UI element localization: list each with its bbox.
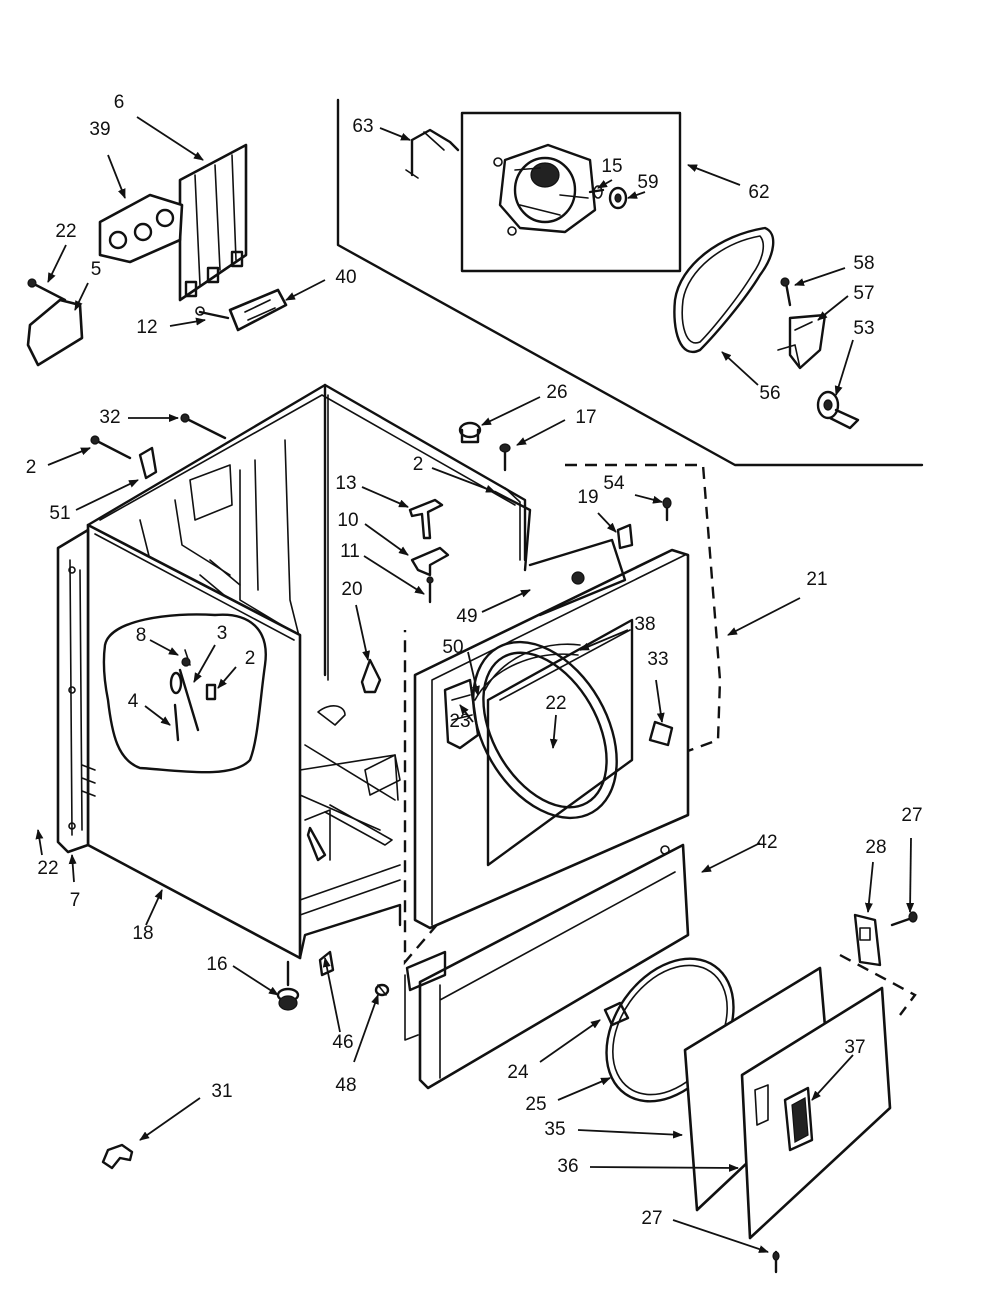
cabinet-side-panel <box>86 523 302 960</box>
callout-46: 46 <box>332 1032 353 1053</box>
callout-10: 10 <box>337 510 358 531</box>
callout-11: 11 <box>340 541 360 562</box>
callout-48: 48 <box>335 1075 356 1096</box>
motor-clamp-part <box>405 128 460 179</box>
callout-54: 54 <box>603 473 625 494</box>
callout-27: 27 <box>901 805 922 826</box>
callout-63: 63 <box>352 116 373 137</box>
callout-18: 18 <box>132 923 153 944</box>
callout-2: 2 <box>26 457 37 478</box>
callout-53: 53 <box>853 318 874 339</box>
callout-28: 28 <box>865 837 886 858</box>
callout-31: 31 <box>211 1081 232 1102</box>
top-rear-bracket-part <box>493 487 532 572</box>
callout-17: 17 <box>575 407 596 428</box>
callout-19: 19 <box>577 487 598 508</box>
idler-pulley-part <box>816 390 860 430</box>
callout-4: 4 <box>128 691 139 712</box>
callout-32: 32 <box>99 407 120 428</box>
motor-part <box>493 143 628 236</box>
callout-6: 6 <box>114 92 125 113</box>
callout-49: 49 <box>456 606 477 627</box>
door-screw-part <box>772 1250 780 1274</box>
callout-22: 22 <box>55 221 76 242</box>
drum-slide-part <box>360 658 382 694</box>
callout-51: 51 <box>49 503 70 524</box>
cabinet-base-part <box>298 705 402 960</box>
callout-24: 24 <box>507 1062 529 1083</box>
front-top-rail-part <box>528 538 627 617</box>
door-strike-part <box>603 1001 630 1027</box>
hinge-screw-part <box>890 911 918 927</box>
glide-part <box>458 421 482 444</box>
motor-group-outline <box>336 98 924 467</box>
door-hinge-part <box>839 913 917 1016</box>
callout-57: 57 <box>853 283 874 304</box>
callout-58: 58 <box>853 253 874 274</box>
toe-panel-part <box>404 843 690 1090</box>
callout-35: 35 <box>544 1119 565 1140</box>
callout-50: 50 <box>442 637 463 658</box>
top-screws-part <box>90 413 227 480</box>
panel-clip-part <box>616 523 634 550</box>
toe-screw-part <box>374 983 390 997</box>
cabinet-top-frame <box>86 383 527 681</box>
harness-clip-part <box>101 1143 134 1170</box>
door-seal-part <box>472 640 618 820</box>
callout-2: 2 <box>413 454 424 475</box>
callout-23: 23 <box>449 711 470 732</box>
roller-bracket-part <box>410 546 450 577</box>
terminal-block-part <box>228 288 288 332</box>
leveling-leg-part <box>276 960 300 1011</box>
callout-62: 62 <box>748 182 769 203</box>
roller-screw-part <box>426 576 434 604</box>
callout-5: 5 <box>91 259 102 280</box>
terminal-screw-part <box>195 306 230 320</box>
callout-16: 16 <box>206 954 227 975</box>
callout-33: 33 <box>647 649 668 670</box>
callout-12: 12 <box>136 317 157 338</box>
callout-labels: 6 39 22 5 12 40 63 15 59 62 58 57 53 56 … <box>26 92 923 1229</box>
callout-8: 8 <box>136 625 147 646</box>
callout-56: 56 <box>759 383 780 404</box>
callout-26: 26 <box>546 382 567 403</box>
top-screw-part <box>499 443 511 472</box>
drive-belt-part <box>673 226 775 354</box>
callout-22: 22 <box>37 858 58 879</box>
callout-42: 42 <box>756 832 777 853</box>
callout-7: 7 <box>70 890 81 911</box>
callout-21: 21 <box>806 569 827 590</box>
drum-support-part <box>408 498 444 540</box>
door-outer-panel-part <box>740 986 892 1240</box>
callout-3: 3 <box>217 623 228 644</box>
callout-37: 37 <box>844 1037 865 1058</box>
control-bracket-part <box>178 143 248 302</box>
callout-39: 39 <box>89 119 110 140</box>
side-rail-part <box>56 528 96 854</box>
idler-screw-part <box>780 277 792 307</box>
leader-lines <box>35 116 915 1253</box>
front-screw-part <box>662 497 672 522</box>
timer-mount-part <box>98 193 184 264</box>
door-catch-part <box>648 720 674 747</box>
callout-27: 27 <box>641 1208 662 1229</box>
callout-36: 36 <box>557 1156 578 1177</box>
cover-screw-part <box>27 278 67 302</box>
callout-13: 13 <box>335 473 356 494</box>
callout-2: 2 <box>245 648 256 669</box>
callout-40: 40 <box>335 267 356 288</box>
callout-15: 15 <box>601 156 622 177</box>
callout-25: 25 <box>525 1094 546 1115</box>
front-panel-group-outline <box>403 463 722 966</box>
callout-59: 59 <box>637 172 658 193</box>
callout-38: 38 <box>634 614 655 635</box>
cover-plate-part <box>26 298 84 367</box>
idler-bracket-part <box>777 313 827 370</box>
callout-22: 22 <box>545 693 566 714</box>
toe-clip-part <box>318 950 335 977</box>
callout-20: 20 <box>341 579 362 600</box>
